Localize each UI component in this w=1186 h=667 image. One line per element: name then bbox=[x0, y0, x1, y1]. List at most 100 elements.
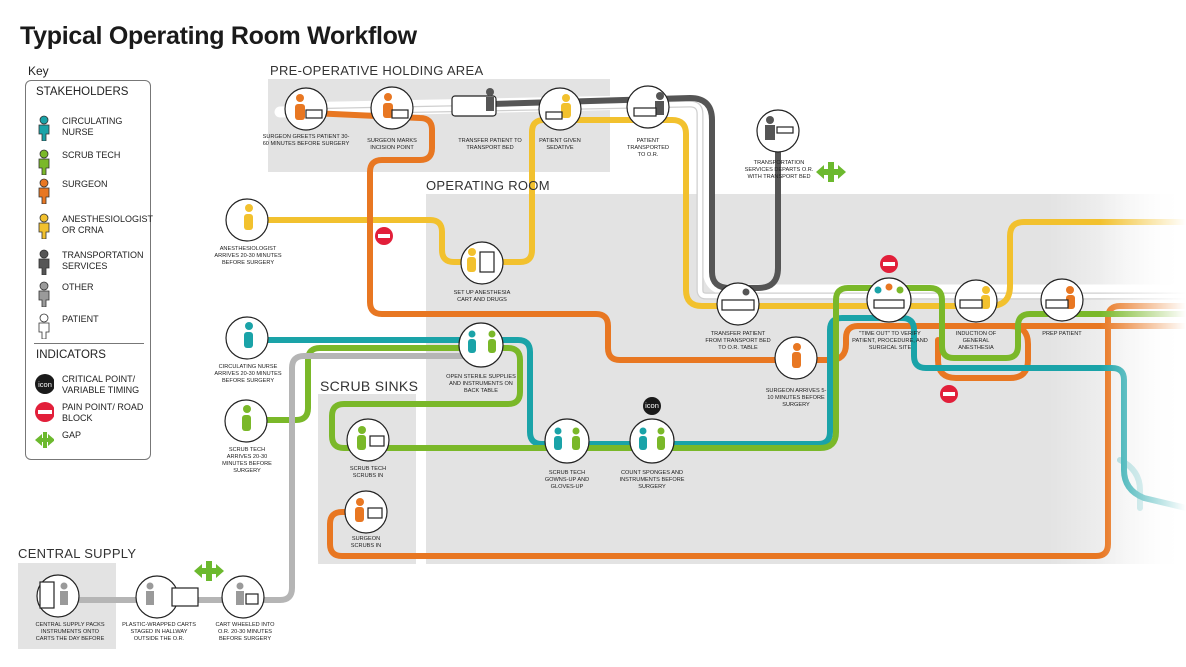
step-caption: SCRUB TECH GOWNS-UP AND GLOVES-UP bbox=[544, 470, 590, 490]
node-transport-departs[interactable] bbox=[756, 109, 800, 153]
node-surgeon-scrubs[interactable] bbox=[344, 490, 388, 534]
critical-point-label: icon bbox=[38, 380, 52, 389]
pre-op-area-label: PRE-OPERATIVE HOLDING AREA bbox=[270, 63, 484, 78]
node-packs[interactable] bbox=[36, 574, 80, 618]
person-icon bbox=[38, 178, 50, 204]
node-setup-anes[interactable] bbox=[460, 241, 504, 285]
step-caption: INDUCTION OF GENERAL ANESTHESIA bbox=[955, 331, 997, 351]
key-stakeholder-label: TRANSPORTATION SERVICES bbox=[62, 250, 144, 271]
person-icon bbox=[38, 281, 50, 307]
key-stakeholder-label: SURGEON bbox=[62, 179, 108, 189]
key-stakeholder: ANESTHESIOLOGIST OR CRNA bbox=[26, 211, 153, 241]
step-caption: SURGEON MARKS INCISION POINT bbox=[367, 138, 417, 151]
road-block-icon bbox=[35, 402, 54, 422]
node-staged[interactable] bbox=[135, 575, 199, 619]
gap-arrows-icon[interactable] bbox=[194, 561, 224, 581]
stakeholders-heading: STAKEHOLDERS bbox=[36, 86, 129, 98]
step-caption: SET UP ANESTHESIA CART AND DRUGS bbox=[453, 290, 511, 303]
key-legend: STAKEHOLDERS CIRCULATING NURSE SCRUB TECH… bbox=[25, 80, 153, 460]
step-caption: COUNT SPONGES AND INSTRUMENTS BEFORE SUR… bbox=[619, 470, 685, 490]
key-stakeholder: CIRCULATING NURSE bbox=[26, 113, 150, 143]
key-label: Key bbox=[28, 64, 49, 78]
node-transfer-to-bed[interactable] bbox=[451, 88, 497, 117]
central-supply-label: CENTRAL SUPPLY bbox=[18, 546, 137, 561]
node-time-out[interactable] bbox=[866, 277, 912, 323]
node-transfer-or-table[interactable] bbox=[716, 282, 760, 326]
step-caption: PLASTIC-WRAPPED CARTS STAGED IN HALLWAY … bbox=[122, 622, 196, 642]
step-caption: OPEN STERILE SUPPLIES AND INSTRUMENTS ON… bbox=[446, 374, 516, 394]
key-indicator: PAIN POINT/ ROAD BLOCK bbox=[26, 399, 150, 429]
operating-room-zone bbox=[426, 194, 1186, 564]
step-caption: TRANSFER PATIENT FROM TRANSPORT BED TO O… bbox=[705, 331, 771, 351]
step-caption: "TIME OUT" TO VERIFY PATIENT, PROCEDURE,… bbox=[852, 331, 928, 351]
node-surgeon-marks[interactable] bbox=[370, 86, 414, 130]
step-caption: SURGEON GREETS PATIENT 30-60 MINUTES BEF… bbox=[262, 134, 350, 147]
anesthesia-line bbox=[245, 117, 1186, 309]
node-tech-arrives[interactable] bbox=[224, 399, 268, 443]
step-caption: SCRUB TECH ARRIVES 20-30 MINUTES BEFORE … bbox=[222, 447, 272, 474]
person-icon bbox=[38, 149, 50, 175]
step-caption: CIRCULATING NURSE ARRIVES 20-30 MINUTES … bbox=[214, 364, 282, 384]
key-stakeholder: SURGEON bbox=[26, 176, 150, 206]
key-divider bbox=[34, 343, 144, 344]
node-count-sponges[interactable] bbox=[629, 418, 675, 464]
node-wheeled[interactable] bbox=[221, 575, 265, 619]
person-icon bbox=[38, 115, 50, 141]
key-indicator-label: PAIN POINT/ ROAD BLOCK bbox=[62, 402, 144, 423]
node-induction[interactable] bbox=[954, 279, 998, 323]
road-block-icon[interactable] bbox=[375, 227, 393, 245]
operating-room-label: OPERATING ROOM bbox=[426, 178, 550, 193]
key-indicator-label: CRITICAL POINT/ VARIABLE TIMING bbox=[62, 374, 140, 395]
key-stakeholder: TRANSPORTATION SERVICES bbox=[26, 247, 150, 277]
indicators-heading: INDICATORS bbox=[36, 349, 106, 361]
step-caption: PATIENT TRANSPORTED TO O.R. bbox=[626, 138, 670, 158]
node-sedative[interactable] bbox=[538, 87, 582, 131]
critical-point-icon[interactable] bbox=[643, 397, 661, 415]
critical-point-label: icon bbox=[645, 401, 659, 410]
step-caption: PATIENT GIVEN SEDATIVE bbox=[539, 138, 581, 151]
key-indicator: icon CRITICAL POINT/ VARIABLE TIMING bbox=[26, 371, 150, 401]
key-stakeholder-label: ANESTHESIOLOGIST OR CRNA bbox=[62, 214, 153, 235]
surgeon-line bbox=[287, 109, 1186, 363]
node-transported[interactable] bbox=[626, 85, 670, 129]
step-caption: CART WHEELED INTO O.R. 20-30 MINUTES BEF… bbox=[215, 622, 275, 642]
node-anes-arrives[interactable] bbox=[225, 198, 269, 242]
key-indicator-label: GAP bbox=[62, 430, 82, 440]
node-gowns-up[interactable] bbox=[544, 418, 590, 464]
step-caption: TRANSPORTATION SERVICES DEPARTS O.R. WIT… bbox=[744, 160, 814, 180]
key-stakeholder-label: PATIENT bbox=[62, 314, 99, 324]
critical-point-icon: icon bbox=[35, 374, 54, 394]
road-block-icon[interactable] bbox=[880, 255, 898, 273]
key-stakeholder-label: CIRCULATING NURSE bbox=[62, 116, 123, 137]
person-icon bbox=[38, 249, 50, 275]
other-line bbox=[77, 353, 473, 603]
page-title: Typical Operating Room Workflow bbox=[20, 22, 417, 50]
step-caption: TRANSFER PATIENT TO TRANSPORT BED bbox=[458, 138, 522, 151]
key-stakeholder-label: SCRUB TECH bbox=[62, 150, 121, 160]
person-icon bbox=[38, 313, 50, 339]
key-stakeholder: SCRUB TECH bbox=[26, 147, 150, 177]
gap-arrows-icon bbox=[35, 432, 54, 448]
node-tech-scrubs[interactable] bbox=[346, 418, 390, 462]
scrub-sinks-label: SCRUB SINKS bbox=[320, 378, 419, 394]
node-nurse-arrives[interactable] bbox=[225, 316, 269, 360]
step-caption: SURGEON ARRIVES 5-10 MINUTES BEFORE SURG… bbox=[765, 388, 827, 408]
step-caption: ANESTHESIOLOGIST ARRIVES 20-30 MINUTES B… bbox=[214, 246, 282, 266]
step-caption: SCRUB TECH SCRUBS IN bbox=[349, 466, 387, 479]
node-surgeon-greets[interactable] bbox=[284, 87, 328, 131]
node-surgeon-arrives[interactable] bbox=[774, 336, 818, 380]
person-icon bbox=[38, 213, 50, 239]
key-stakeholder: PATIENT bbox=[26, 311, 150, 341]
key-indicator: GAP bbox=[26, 427, 150, 457]
node-open-supplies[interactable] bbox=[458, 322, 504, 368]
road-block-icon[interactable] bbox=[940, 385, 958, 403]
step-caption: PREP PATIENT bbox=[1042, 331, 1082, 337]
node-prep[interactable] bbox=[1040, 278, 1084, 322]
key-stakeholder: OTHER bbox=[26, 279, 150, 309]
gap-arrows-icon[interactable] bbox=[816, 162, 846, 182]
key-stakeholder-label: OTHER bbox=[62, 282, 94, 292]
transport-line bbox=[455, 95, 781, 291]
